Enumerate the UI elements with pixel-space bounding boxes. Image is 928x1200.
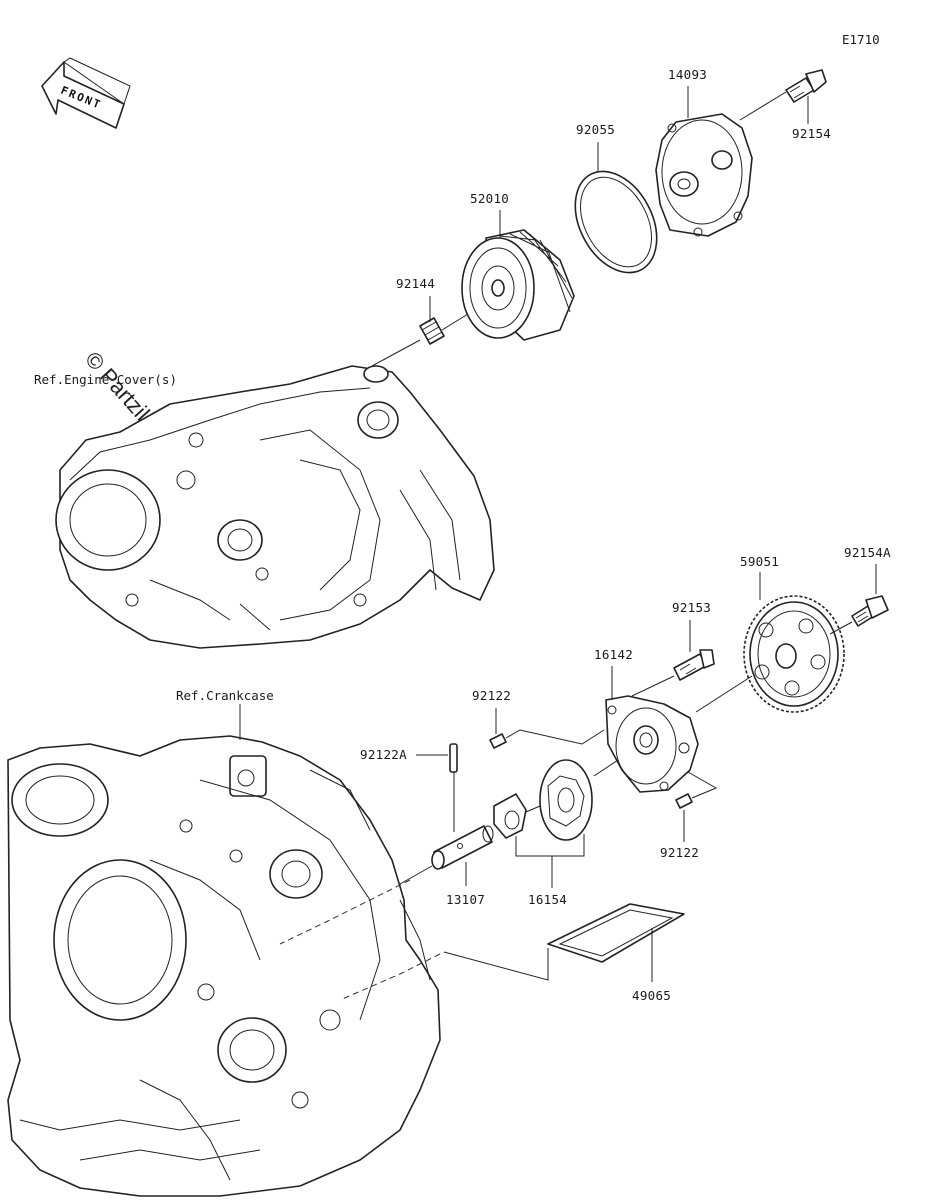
engine-cover-illustration bbox=[55, 365, 495, 649]
part-16154-label: 16154 bbox=[528, 892, 567, 907]
o-ring-92055 bbox=[574, 170, 658, 274]
spring-92144 bbox=[419, 317, 445, 345]
front-arrow-icon: FRONT bbox=[41, 57, 131, 129]
oil-screen-49065 bbox=[547, 903, 685, 963]
part-16142-label: 16142 bbox=[594, 647, 633, 662]
bolt-92154A bbox=[851, 595, 889, 627]
axis-line-92154A bbox=[829, 621, 853, 635]
axis-line-92154 bbox=[739, 91, 787, 121]
part-92144-label: 92144 bbox=[396, 276, 435, 291]
axis-line-16154 bbox=[525, 805, 541, 813]
dowel-pin-92122-top bbox=[489, 733, 507, 749]
dowel-pin-92122-bottom bbox=[675, 793, 693, 809]
oil-filter-cover bbox=[655, 113, 753, 237]
part-92122A-label: 92122A bbox=[360, 747, 407, 762]
ref-crankcase-label: Ref.Crankcase bbox=[176, 688, 274, 703]
part-14093-label: 14093 bbox=[668, 67, 707, 82]
part-59051-label: 59051 bbox=[740, 554, 779, 569]
diagram-code: E1710 bbox=[842, 32, 880, 47]
axis-line-92153 bbox=[631, 675, 675, 697]
assembly-guide-49065 bbox=[339, 953, 441, 1001]
part-92122-bottom-label: 92122 bbox=[660, 845, 699, 860]
bolt-92153 bbox=[673, 649, 715, 681]
bolt-92154 bbox=[785, 69, 827, 103]
axis-line-49065 bbox=[443, 948, 549, 981]
pump-rotor-inner-16154 bbox=[493, 793, 527, 839]
part-49065-label: 49065 bbox=[632, 988, 671, 1003]
oil-filter-52010 bbox=[461, 229, 575, 341]
leader-16154 bbox=[515, 834, 585, 857]
axis-line-59051 bbox=[695, 675, 753, 713]
axis-line-92144-cover bbox=[371, 339, 421, 367]
axis-line-92122-top bbox=[505, 729, 605, 745]
pump-gear-59051 bbox=[743, 595, 845, 713]
ref-engine-cover-label: Ref.Engine Cover(s) bbox=[34, 372, 177, 387]
pump-rotor-outer-16154 bbox=[539, 759, 593, 841]
part-13107-label: 13107 bbox=[446, 892, 485, 907]
part-52010-label: 52010 bbox=[470, 191, 509, 206]
crankcase-illustration bbox=[7, 735, 441, 1197]
part-92154-label: 92154 bbox=[792, 126, 831, 141]
part-92154A-label: 92154A bbox=[844, 545, 891, 560]
axis-line-16154-body bbox=[593, 759, 619, 777]
axis-line-92144-filter bbox=[441, 313, 469, 331]
part-92055-label: 92055 bbox=[576, 122, 615, 137]
axis-line-13107 bbox=[399, 865, 433, 885]
part-92153-label: 92153 bbox=[672, 600, 711, 615]
axis-line-92122-bottom bbox=[687, 771, 718, 799]
pump-shaft-13107 bbox=[431, 825, 494, 870]
pin-92122A bbox=[449, 743, 458, 773]
pump-body-16142 bbox=[605, 695, 699, 793]
part-92122-top-label: 92122 bbox=[472, 688, 511, 703]
